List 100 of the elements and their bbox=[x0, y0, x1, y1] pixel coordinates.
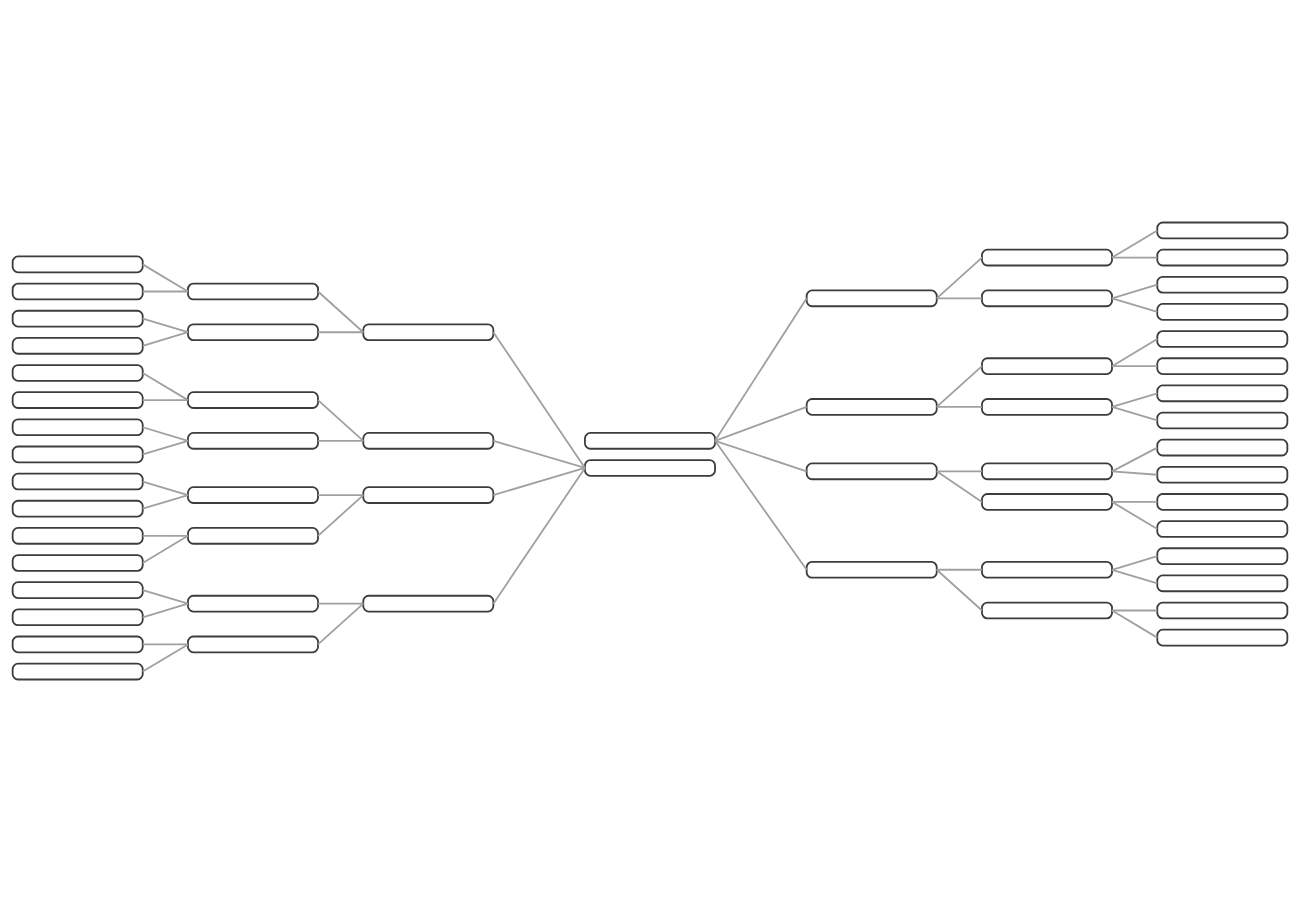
node-box bbox=[584, 459, 716, 477]
connector bbox=[935, 365, 983, 408]
connector bbox=[492, 439, 586, 469]
node-box bbox=[362, 594, 495, 613]
node-box bbox=[11, 608, 144, 627]
connector bbox=[317, 439, 365, 442]
node-box bbox=[981, 560, 1113, 579]
node-box bbox=[11, 255, 144, 274]
node-box bbox=[1156, 275, 1289, 294]
connector bbox=[1111, 501, 1159, 503]
connector bbox=[935, 568, 983, 571]
node-box bbox=[362, 432, 495, 450]
node-box bbox=[981, 289, 1113, 308]
connector bbox=[317, 602, 365, 646]
node-box bbox=[11, 418, 144, 437]
node-box bbox=[1156, 465, 1289, 484]
connector bbox=[141, 534, 189, 537]
connector bbox=[1111, 283, 1159, 300]
node-box bbox=[11, 472, 144, 491]
node-box bbox=[187, 594, 319, 613]
node-box bbox=[1156, 221, 1289, 240]
connector bbox=[1111, 338, 1159, 368]
connector bbox=[1111, 609, 1159, 639]
node-box bbox=[1156, 628, 1289, 647]
connector bbox=[317, 290, 365, 334]
connector bbox=[714, 439, 808, 473]
node-box bbox=[805, 560, 938, 579]
node-box bbox=[11, 581, 144, 599]
connector bbox=[141, 480, 189, 496]
connector bbox=[1111, 555, 1159, 571]
node-box bbox=[1156, 601, 1289, 620]
node-box bbox=[981, 248, 1113, 267]
node-box bbox=[11, 364, 144, 382]
node-box bbox=[11, 527, 144, 545]
node-box bbox=[981, 398, 1113, 416]
connector bbox=[714, 439, 808, 571]
connector bbox=[1111, 297, 1159, 313]
connector bbox=[317, 331, 365, 334]
connector bbox=[1111, 446, 1159, 473]
node-box bbox=[981, 357, 1113, 375]
node-box bbox=[981, 462, 1113, 481]
connector bbox=[317, 494, 365, 537]
node-box bbox=[1156, 357, 1289, 375]
connector bbox=[317, 602, 365, 605]
node-box bbox=[1156, 303, 1289, 321]
node-box bbox=[1156, 493, 1289, 511]
connector bbox=[141, 589, 189, 605]
connector bbox=[1111, 365, 1159, 368]
node-box bbox=[187, 635, 319, 654]
node-box bbox=[1156, 438, 1289, 457]
connector bbox=[935, 406, 983, 408]
node-box bbox=[805, 462, 938, 481]
node-box bbox=[11, 337, 144, 355]
connector bbox=[317, 399, 365, 442]
node-box bbox=[1156, 520, 1289, 538]
connector bbox=[141, 290, 189, 293]
connector bbox=[492, 467, 586, 496]
node-box bbox=[187, 323, 319, 342]
connector bbox=[141, 331, 189, 347]
node-box bbox=[187, 282, 319, 301]
connector bbox=[935, 256, 983, 300]
node-box bbox=[1156, 574, 1289, 593]
connector bbox=[1111, 256, 1159, 259]
node-box bbox=[981, 493, 1113, 511]
node-box bbox=[1156, 384, 1289, 403]
connector bbox=[1111, 568, 1159, 585]
connector bbox=[935, 470, 983, 503]
node-box bbox=[584, 432, 716, 450]
connector bbox=[492, 467, 586, 605]
node-box bbox=[187, 486, 319, 504]
node-box bbox=[362, 323, 495, 342]
connector bbox=[935, 297, 983, 300]
node-box bbox=[11, 499, 144, 518]
connector bbox=[141, 426, 189, 442]
connector bbox=[141, 494, 189, 510]
connector bbox=[317, 494, 365, 496]
connector bbox=[1111, 392, 1159, 408]
node-box bbox=[11, 635, 144, 654]
node-box bbox=[11, 309, 144, 328]
connector bbox=[1111, 501, 1159, 530]
connector bbox=[141, 602, 189, 619]
node-box bbox=[11, 445, 144, 464]
connector bbox=[935, 568, 983, 612]
connector bbox=[141, 399, 189, 401]
node-box bbox=[805, 398, 938, 416]
connector bbox=[141, 643, 189, 646]
connector bbox=[141, 372, 189, 401]
connector bbox=[141, 439, 189, 456]
node-box bbox=[187, 391, 319, 409]
connector bbox=[714, 297, 808, 442]
connector bbox=[1111, 406, 1159, 422]
node-box bbox=[11, 554, 144, 572]
node-box bbox=[187, 527, 319, 545]
connector bbox=[141, 317, 189, 334]
connector bbox=[935, 470, 983, 473]
connector bbox=[1111, 609, 1159, 612]
node-box bbox=[1156, 411, 1289, 430]
node-box bbox=[11, 282, 144, 301]
node-box bbox=[11, 662, 144, 681]
connector bbox=[1111, 229, 1159, 259]
